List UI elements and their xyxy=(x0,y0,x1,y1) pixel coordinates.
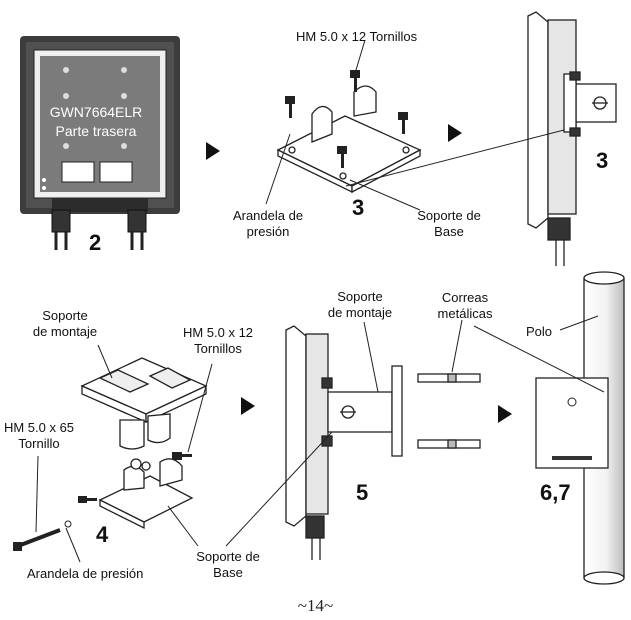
bolt-line: Tornillo xyxy=(18,436,60,451)
base-bracket-exploded xyxy=(276,85,422,194)
metal-strap-icon xyxy=(417,373,481,449)
device-model-label: GWN7664ELR Parte trasera xyxy=(48,103,144,141)
screws-label: HM 5.0 x 12 Tornillos xyxy=(183,325,253,357)
screws-line: HM 5.0 x 12 xyxy=(182,325,254,340)
bolt-line: HM 5.0 x 65 xyxy=(3,420,75,435)
bolt-label: HM 5.0 x 65 Tornillo xyxy=(4,420,74,452)
arrow-icon xyxy=(498,405,512,423)
device-rear-view xyxy=(20,36,180,250)
step-number: 2 xyxy=(89,230,102,255)
base-bracket-line: Soporte de xyxy=(196,549,260,564)
step-number: 4 xyxy=(96,522,109,547)
mount-bracket-line: Soporte xyxy=(42,308,88,323)
lock-washer-label: Arandela de presión xyxy=(233,208,303,240)
mount-bracket-line: de montaje xyxy=(327,305,393,320)
arrow-icon xyxy=(206,142,220,160)
device-side-view xyxy=(527,11,617,266)
step-number: 5 xyxy=(356,480,369,505)
metal-straps-line: metálicas xyxy=(437,306,493,321)
base-bracket-line: Base xyxy=(213,565,243,580)
pole-mounted-device xyxy=(535,271,625,585)
pole-label: Polo xyxy=(526,324,553,339)
screws-line: Tornillos xyxy=(194,341,242,356)
lock-washer-line: Arandela de xyxy=(232,208,304,223)
device-with-mount xyxy=(285,325,403,560)
device-side: Parte trasera xyxy=(55,123,137,139)
mount-bracket-label: Soporte de montaje xyxy=(328,289,392,321)
mount-bracket-exploded xyxy=(80,357,208,530)
device-model: GWN7664ELR xyxy=(49,104,143,120)
screw-icon xyxy=(78,452,192,503)
screws-label: HM 5.0 x 12 Tornillos xyxy=(296,29,418,44)
mount-bracket-line: Soporte xyxy=(337,289,383,304)
screw-icon xyxy=(285,70,408,168)
metal-straps-label: Correas metálicas xyxy=(438,290,493,322)
mount-bracket-label: Soporte de montaje xyxy=(33,308,97,340)
long-bolt-icon xyxy=(13,520,72,551)
arrow-icon xyxy=(241,397,255,415)
base-bracket-line: Soporte de xyxy=(417,208,481,223)
step-number: 3 xyxy=(352,195,365,220)
page-number: ~14~ xyxy=(297,596,334,615)
lock-washer-label: Arandela de presión xyxy=(27,566,144,581)
step-number: 6,7 xyxy=(540,480,571,505)
metal-straps-line: Correas xyxy=(441,290,489,305)
base-bracket-label: Soporte de Base xyxy=(196,549,260,581)
mount-bracket-line: de montaje xyxy=(32,324,98,339)
lock-washer-line: presión xyxy=(246,224,290,239)
base-bracket-line: Base xyxy=(434,224,464,239)
base-bracket-label: Soporte de Base xyxy=(417,208,481,240)
step-number: 3 xyxy=(596,148,609,173)
arrow-icon xyxy=(448,124,462,142)
